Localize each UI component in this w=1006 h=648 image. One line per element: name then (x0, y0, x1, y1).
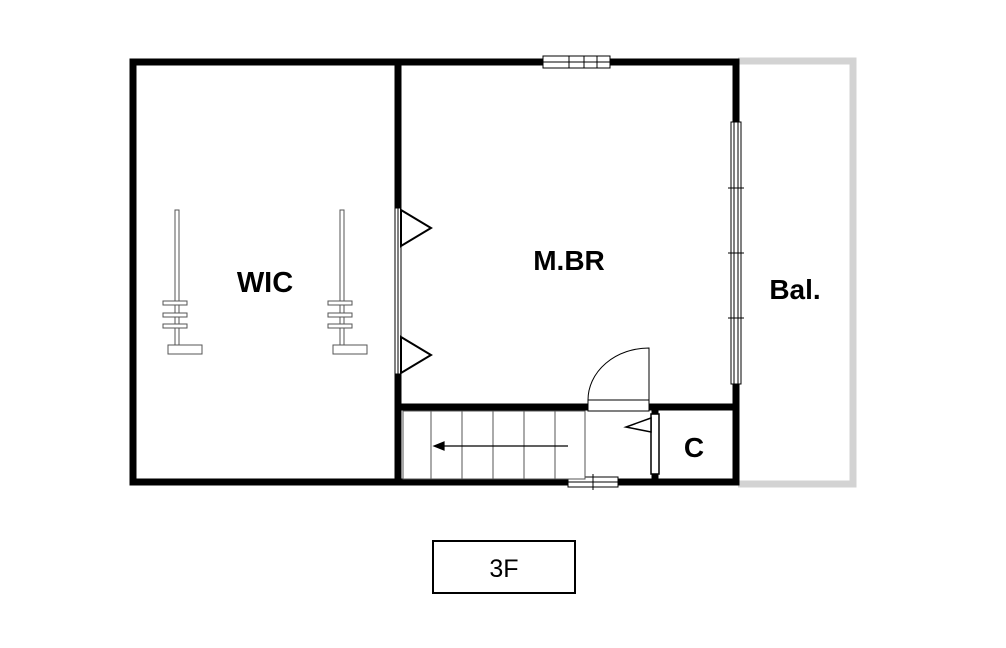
exterior-walls (129, 58, 740, 486)
room-label-master-bedroom: M.BR (533, 245, 605, 276)
floor-label-box (432, 540, 576, 594)
window-balcony (728, 121, 744, 385)
room-label-balcony: Bal. (769, 274, 820, 305)
closet-door (623, 413, 660, 475)
floor-label: 3F (489, 555, 518, 583)
staircase (402, 410, 586, 480)
wic-door-opening (394, 207, 402, 375)
window-top (542, 55, 611, 69)
room-label-closet: C (684, 432, 704, 463)
bedroom-door (587, 347, 650, 412)
room-label-wic: WIC (237, 267, 293, 299)
stair-arrow (432, 441, 568, 451)
wic-door-markers (400, 208, 433, 375)
hanging-rod-left (162, 209, 203, 355)
hanging-rod-right (327, 209, 368, 355)
window-bottom (567, 474, 619, 490)
balcony-rail (738, 57, 857, 488)
